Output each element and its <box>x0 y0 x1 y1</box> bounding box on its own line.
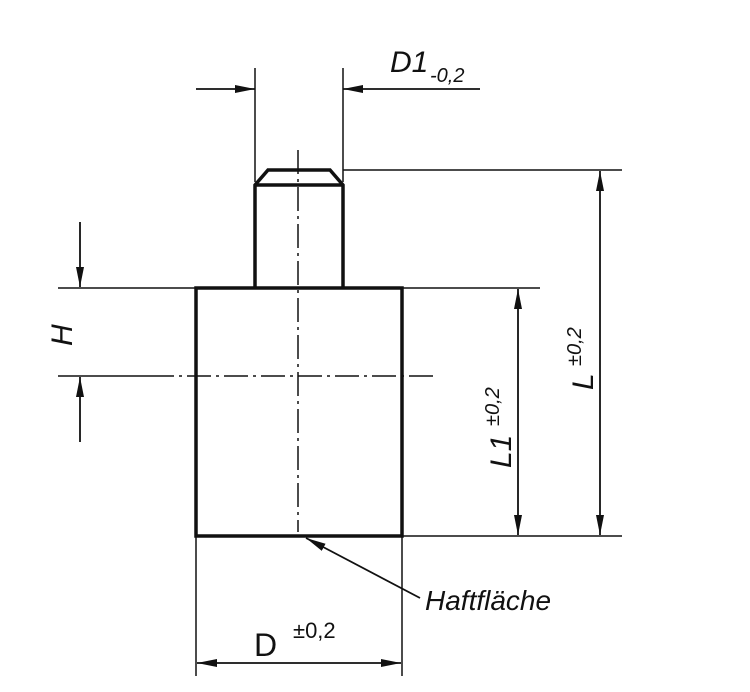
d1-tolerance: -0,2 <box>430 65 464 87</box>
d1-label: D1 <box>390 46 428 79</box>
body-outline <box>194 286 404 538</box>
d-label: D <box>254 627 277 663</box>
dimension-lines <box>76 85 604 667</box>
l1-tolerance: ±0,2 <box>482 387 504 426</box>
surface-leader <box>305 537 421 599</box>
d-tolerance: ±0,2 <box>293 618 336 643</box>
l-tolerance: ±0,2 <box>564 327 586 366</box>
pin-outline <box>253 168 345 288</box>
h-label: H <box>46 324 79 346</box>
l1-label: L1 <box>485 435 518 468</box>
l-label: L <box>567 373 600 390</box>
surface-label: Haftfläche <box>425 585 551 616</box>
